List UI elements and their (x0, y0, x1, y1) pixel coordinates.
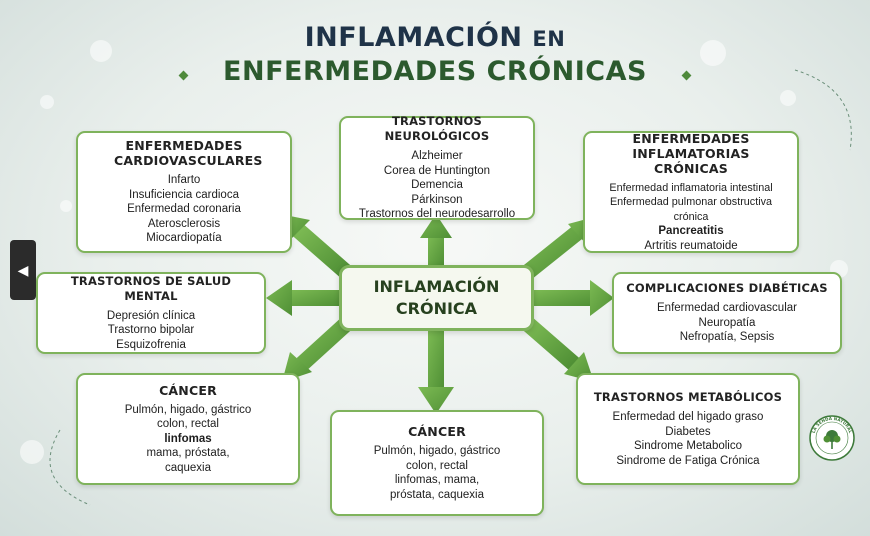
list-item: Miocardiopatía (146, 232, 222, 245)
list-item: Aterosclerosis (147, 217, 221, 230)
box-diabeticas: COMPLICACIONES DIABÉTICAS Enfermedad car… (612, 272, 842, 354)
list-item: Corea de Huntington (383, 164, 491, 177)
bokeh-dot (20, 440, 44, 464)
box-items: Enfermedad inflamatoria intestinal Enfer… (609, 181, 772, 254)
list-item: linfomas, mama, (394, 474, 480, 486)
chevron-left-icon: ◀ (17, 261, 29, 278)
list-item: Enfermedad pulmonar obstructiva (609, 196, 773, 209)
brand-logo: LA SENDA NATURAL (809, 415, 855, 461)
box-title: ENFERMEDADES CARDIOVASCULARES (114, 138, 263, 169)
list-item: Nefropatía, Sepsis (679, 331, 775, 344)
list-item: Enfermedad inflamatoria intestinal (609, 181, 773, 194)
box-cancer-bottom: CÁNCER Pulmón, higado, gástrico colon, r… (330, 410, 544, 516)
arrow-right (534, 280, 614, 316)
page-subtitle: ENFERMEDADES CRÓNICAS (223, 56, 647, 87)
list-item: crónica (673, 210, 709, 223)
list-item: colon, rectal (405, 459, 468, 472)
previous-slide-button[interactable]: ◀ (10, 240, 36, 300)
box-items: Pulmón, higado, gástrico colon, rectal l… (374, 444, 501, 502)
box-neurologicos: TRASTORNOS NEUROLÓGICOS Alzheimer Corea … (339, 114, 535, 222)
list-item: Neuropatía (698, 316, 756, 329)
box-cancer-left: CÁNCER Pulmón, higado, gástrico colon, r… (76, 373, 300, 485)
decor-curve (794, 69, 852, 151)
list-item: Párkinson (411, 193, 463, 206)
title-main: INFLAMACIÓN (304, 22, 523, 53)
list-item: colon, rectal (156, 418, 219, 431)
list-item: mama, próstata, (146, 447, 230, 460)
box-items: Enfermedad del higado graso Diabetes Sin… (613, 410, 764, 468)
list-item: linfomas (164, 432, 212, 445)
box-items: Alzheimer Corea de Huntington Demencia P… (359, 149, 515, 222)
box-salud-mental: TRASTORNOS DE SALUD MENTAL Depresión clí… (36, 272, 266, 354)
bokeh-dot (90, 40, 112, 62)
list-item: caquexia (164, 461, 212, 474)
arrow-left (266, 280, 340, 316)
bokeh-dot (40, 95, 54, 109)
box-title: CÁNCER (408, 424, 466, 439)
bokeh-dot (780, 90, 796, 106)
box-metabolicos: TRASTORNOS METABÓLICOS Enfermedad del hi… (576, 373, 800, 485)
box-items: Pulmón, higado, gástrico colon, rectal l… (125, 403, 252, 476)
list-item: Pulmón, higado, gástrico (373, 445, 501, 457)
center-node: INFLAMACIÓN CRÓNICA (339, 265, 534, 331)
bokeh-dot (700, 40, 726, 66)
list-item: Trastornos del neurodesarrollo (358, 208, 516, 221)
list-item: Depresión clínica (106, 309, 196, 322)
list-item: Sindrome Metabolico (633, 440, 742, 452)
list-item: Insuficiencia cardioca (129, 188, 239, 201)
box-title: ENFERMEDADES INFLAMATORIAS CRÓNICAS (632, 130, 750, 176)
list-item: próstata, caquexia (390, 488, 484, 501)
arrow-down (418, 331, 454, 414)
list-item: Diabetes (665, 425, 711, 438)
list-item: Alzheimer (411, 150, 463, 163)
list-item: Pancreatitis (658, 225, 724, 238)
box-items: Infarto Insuficiencia cardioca Enfermeda… (127, 173, 241, 246)
box-title: TRASTORNOS DE SALUD MENTAL (70, 273, 232, 303)
list-item: Enfermedad cardiovascular (657, 302, 797, 315)
list-item: Pulmón, higado, gástrico (124, 403, 252, 416)
list-item: Artritis reumatoide (644, 239, 738, 252)
bokeh-dot (60, 200, 72, 212)
box-title: TRASTORNOS METABÓLICOS (593, 390, 783, 404)
list-item: Infarto (167, 174, 201, 187)
box-items: Depresión clínica Trastorno bipolar Esqu… (107, 309, 195, 353)
list-item: Esquizofrenia (116, 338, 186, 351)
box-title: TRASTORNOS NEUROLÓGICOS (384, 114, 490, 144)
list-item: Trastorno bipolar (107, 324, 195, 337)
box-cardiovascular: ENFERMEDADES CARDIOVASCULARES Infarto In… (76, 131, 292, 253)
box-title: COMPLICACIONES DIABÉTICAS (626, 281, 828, 296)
list-item: Demencia (411, 179, 463, 192)
box-items: Enfermedad cardiovascular Neuropatía Nef… (657, 301, 797, 345)
title-connector: EN (532, 27, 566, 51)
page-title: INFLAMACIÓN EN (0, 22, 870, 53)
list-item: Enfermedad del higado graso (612, 411, 764, 423)
box-inflamatorias: ENFERMEDADES INFLAMATORIAS CRÓNICAS Enfe… (583, 131, 799, 253)
arrow-up (420, 214, 452, 266)
list-item: Enfermedad coronaria (127, 203, 241, 216)
list-item: Sindrome de Fatiga Crónica (616, 454, 760, 467)
box-title: CÁNCER (159, 382, 217, 398)
